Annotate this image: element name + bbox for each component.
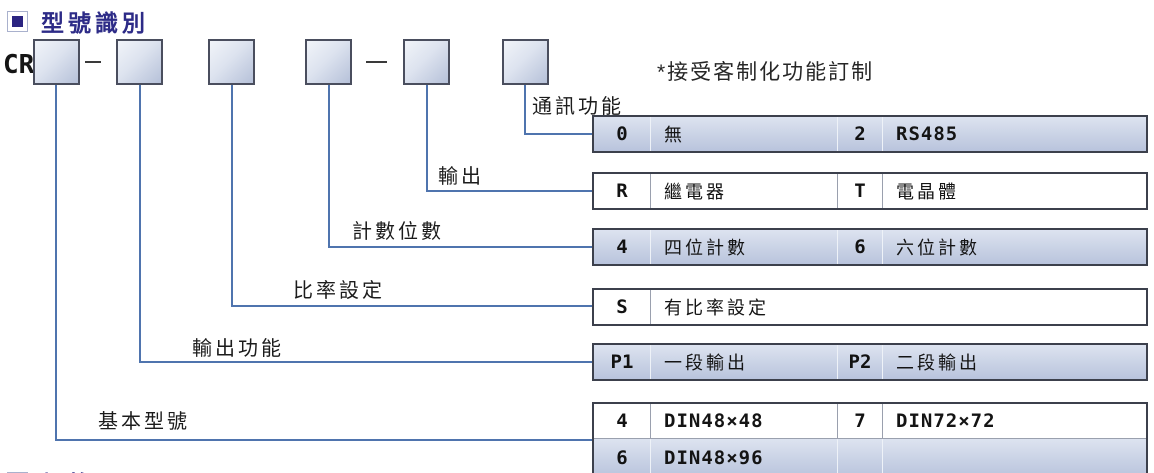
connector-line-basic-h bbox=[55, 439, 592, 441]
next-section-header-partial: 規格 bbox=[7, 465, 95, 473]
next-section-title: 規格 bbox=[41, 465, 95, 473]
connector-line-digits-v bbox=[328, 85, 330, 246]
connector-line-ratio-v bbox=[231, 85, 233, 305]
table-row: 6 DIN48×96 bbox=[594, 438, 1146, 473]
desc-cell: 電晶體 bbox=[882, 174, 1146, 208]
connector-line-outfunc-h bbox=[139, 361, 592, 363]
desc-cell: DIN48×96 bbox=[650, 439, 837, 473]
model-prefix-label: CR bbox=[3, 50, 35, 80]
customization-note: *接受客制化功能訂制 bbox=[657, 61, 875, 84]
table-row: 4 四位計數 6 六位計數 bbox=[594, 230, 1146, 264]
table-count-digits: 4 四位計數 6 六位計數 bbox=[592, 228, 1148, 266]
code-cell: 6 bbox=[616, 447, 628, 469]
table-row: P1 一段輸出 P2 二段輸出 bbox=[594, 345, 1146, 379]
field-label-digits: 計數位數 bbox=[352, 221, 444, 243]
connector-line-output-h bbox=[426, 190, 592, 192]
model-digit-box-4 bbox=[305, 39, 352, 85]
code-cell: 4 bbox=[616, 236, 628, 258]
table-row: R 繼電器 T 電晶體 bbox=[594, 174, 1146, 208]
table-comm-function: 0 無 2 RS485 bbox=[592, 115, 1148, 153]
field-label-ratio: 比率設定 bbox=[293, 280, 385, 302]
table-row: 0 無 2 RS485 bbox=[594, 117, 1146, 151]
code-cell: 0 bbox=[616, 123, 628, 145]
model-digit-box-3 bbox=[208, 39, 255, 85]
code-cell: R bbox=[616, 180, 628, 202]
model-digit-box-6 bbox=[502, 39, 549, 85]
desc-cell: DIN72×72 bbox=[882, 404, 1146, 438]
code-cell: P2 bbox=[837, 345, 882, 379]
desc-cell: 繼電器 bbox=[650, 174, 837, 208]
desc-cell: DIN48×48 bbox=[650, 404, 837, 438]
connector-line-digits-h bbox=[328, 246, 592, 248]
connector-line-ratio-h bbox=[231, 305, 592, 307]
desc-cell: 無 bbox=[650, 117, 837, 151]
section-bullet-icon bbox=[7, 471, 28, 473]
table-ratio-setting: S 有比率設定 bbox=[592, 288, 1148, 326]
connector-line-comm-v bbox=[524, 85, 526, 133]
desc-cell: 一段輸出 bbox=[650, 345, 837, 379]
page-title: 型號識別 bbox=[41, 10, 149, 36]
field-label-outfunc: 輸出功能 bbox=[192, 338, 284, 360]
table-basic-model: 4 DIN48×48 7 DIN72×72 6 DIN48×96 bbox=[592, 402, 1148, 473]
desc-cell bbox=[882, 439, 1146, 473]
code-cell: 7 bbox=[837, 404, 882, 438]
connector-line-output-v bbox=[426, 85, 428, 190]
code-cell: 6 bbox=[837, 230, 882, 264]
code-cell: S bbox=[616, 296, 628, 318]
desc-cell: 六位計數 bbox=[882, 230, 1146, 264]
code-cell: P1 bbox=[610, 351, 634, 373]
table-output-type: R 繼電器 T 電晶體 bbox=[592, 172, 1148, 210]
field-label-output: 輸出 bbox=[438, 166, 484, 188]
section-bullet-icon bbox=[7, 10, 28, 32]
section-bullet-inner-square bbox=[12, 15, 23, 27]
desc-cell: 有比率設定 bbox=[650, 290, 1146, 324]
model-digit-box-1 bbox=[33, 39, 80, 85]
table-row: 4 DIN48×48 7 DIN72×72 bbox=[594, 404, 1146, 438]
field-label-comm: 通訊功能 bbox=[532, 96, 624, 118]
desc-cell: 二段輸出 bbox=[882, 345, 1146, 379]
code-cell: 4 bbox=[616, 410, 628, 432]
connector-line-basic-v bbox=[55, 85, 57, 439]
model-digit-box-5 bbox=[403, 39, 450, 85]
table-row: S 有比率設定 bbox=[594, 290, 1146, 324]
code-cell bbox=[837, 439, 882, 473]
model-digit-box-2 bbox=[116, 39, 163, 85]
code-cell: T bbox=[837, 174, 882, 208]
table-output-function: P1 一段輸出 P2 二段輸出 bbox=[592, 343, 1148, 381]
connector-line-outfunc-v bbox=[139, 85, 141, 361]
desc-cell: RS485 bbox=[882, 117, 1146, 151]
section-header: 型號識別 bbox=[7, 4, 149, 38]
model-dash-2 bbox=[366, 61, 387, 63]
connector-line-comm-h bbox=[524, 133, 592, 135]
code-cell: 2 bbox=[837, 117, 882, 151]
field-label-basic: 基本型號 bbox=[98, 411, 190, 433]
model-dash-1 bbox=[85, 61, 101, 63]
desc-cell: 四位計數 bbox=[650, 230, 837, 264]
